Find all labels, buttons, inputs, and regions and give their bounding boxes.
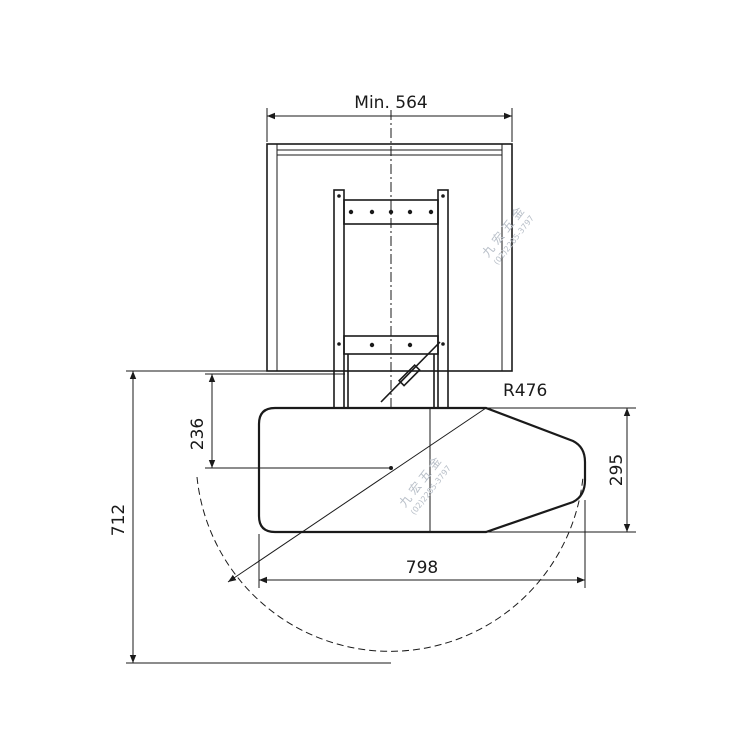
dimension-min-width: [266, 108, 513, 142]
dimension-height-offset: [205, 373, 391, 469]
dimension-min-width-label: Min. 564: [354, 93, 427, 113]
radius-leader: [227, 407, 487, 583]
dimension-board-width: [486, 407, 636, 533]
dimension-height-offset-label: 236: [188, 418, 208, 450]
dimension-radius-label: R476: [503, 381, 547, 401]
dimension-board-width-label: 295: [607, 454, 627, 486]
gas-strut: [380, 341, 441, 403]
cabinet-outline: [266, 143, 513, 372]
dimension-board-length: [258, 500, 586, 588]
ironing-board-outline: [257, 406, 587, 534]
dimension-total-height-label: 712: [109, 504, 129, 536]
dimension-board-length-label: 798: [406, 558, 438, 578]
dimension-total-height: [126, 370, 391, 664]
watermark-top: 九 宏 五 金 (02)2285-3797: [479, 204, 536, 267]
frame-bolts: [337, 194, 445, 348]
